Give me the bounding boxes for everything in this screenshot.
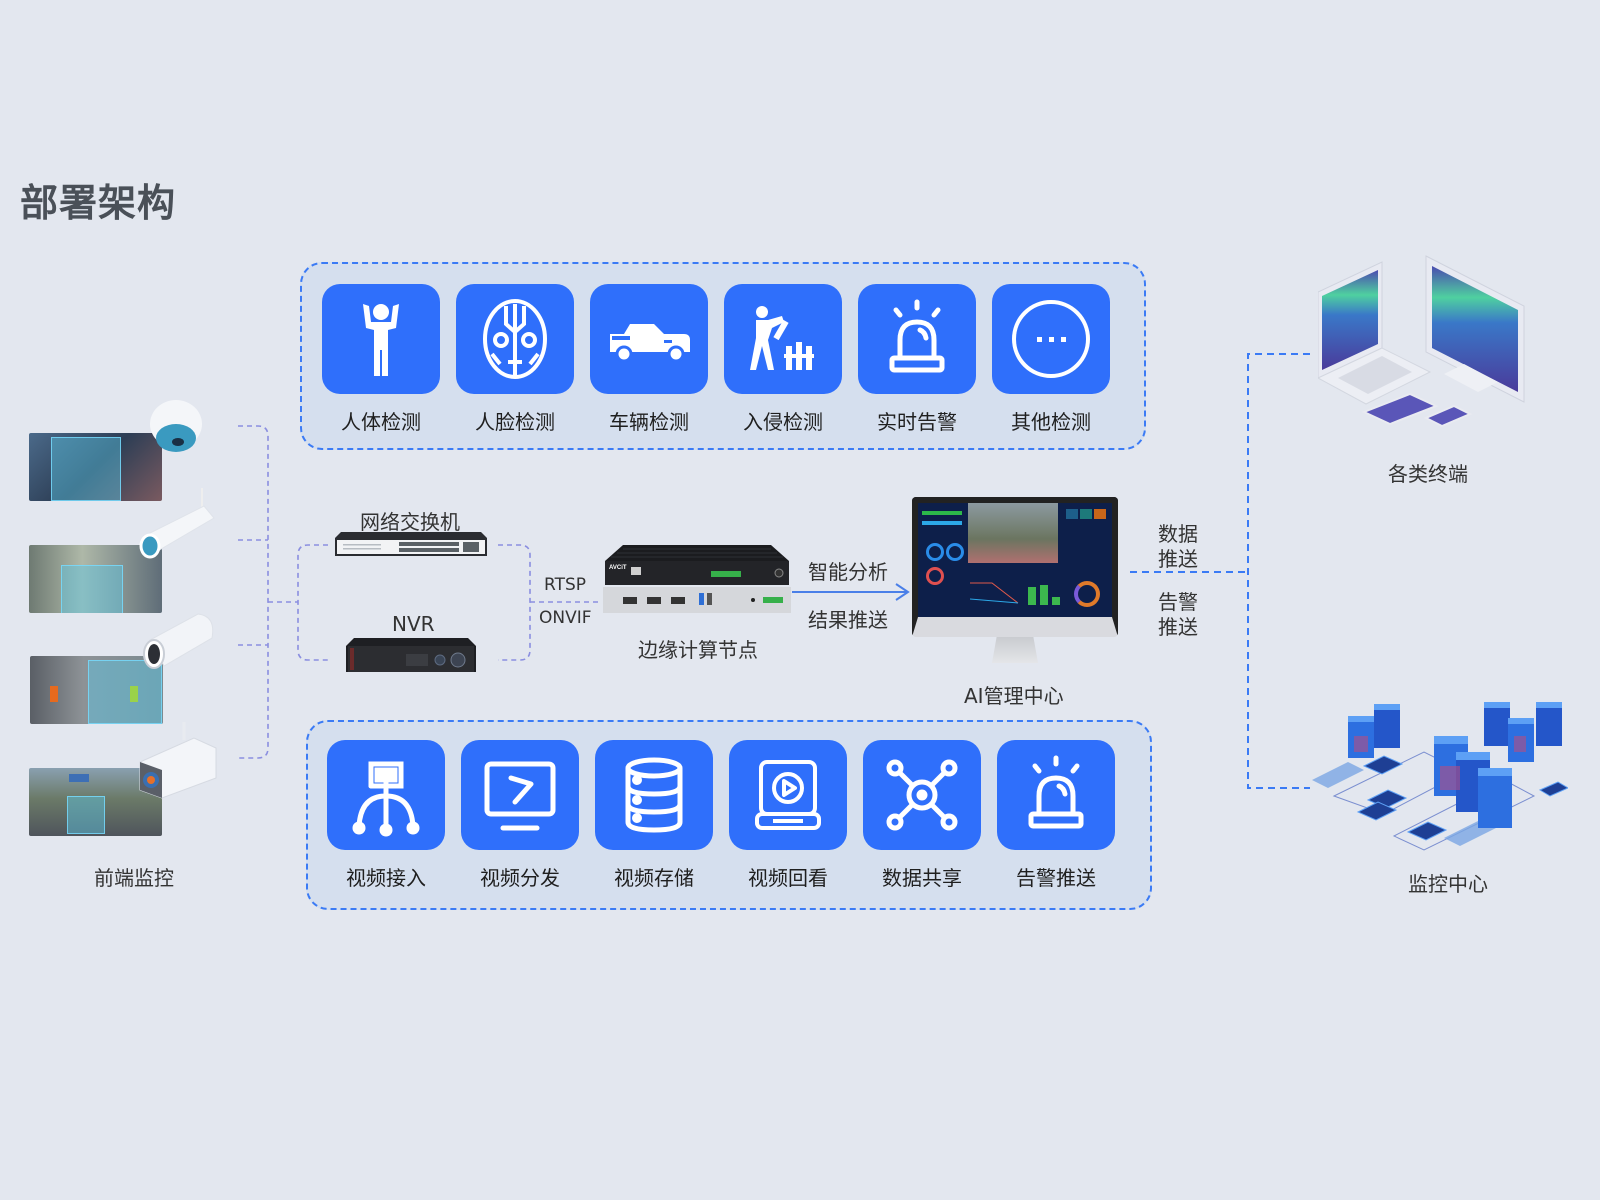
playback-monitor-icon [755,760,821,830]
worker-vest [130,686,138,702]
monitor-gauge [946,543,964,561]
nvr-device[interactable] [346,638,476,674]
monitor-share-icon [484,761,556,831]
monitor-bar [1040,585,1048,605]
tile-vehicle-detection[interactable]: 车辆检测 [590,284,708,435]
protocol-rtsp: RTSP [544,575,587,595]
monitor-stand [992,637,1038,663]
data-push-label-2: 推送 [1158,547,1198,571]
nvr-label: NVR [392,612,435,636]
tile-other-detection[interactable]: 其他检测 [992,284,1110,435]
monitor-video-panel [968,503,1058,563]
dome-camera-icon [150,400,202,452]
alarm-push-label-1: 告警 [1158,590,1198,614]
monitor-stat-bar [922,521,962,525]
page-title: 部署架构 [20,181,177,225]
detection-tiles: 人体检测 人脸检测 车辆检测 [322,284,1110,435]
monitor-gauge [926,567,944,585]
network-access-icon [352,761,420,837]
car-icon [610,324,690,363]
cylinder-camera-icon [143,613,214,669]
tile-video-playback[interactable]: 视频回看 [729,740,847,891]
monitoring-center-label: 监控中心 [1408,872,1488,896]
monitor-tile [1094,509,1106,519]
alarm-siren-icon [1028,755,1084,829]
edge-node-label: 边缘计算节点 [638,638,758,662]
monitor-tile [1066,509,1078,519]
monitoring-center-illustration[interactable] [1304,696,1568,856]
alarm-siren-icon [889,299,945,373]
data-push-label-1: 数据 [1158,522,1198,546]
box-camera-icon [139,722,217,799]
road-sign [69,774,89,782]
monitor-donut [1074,581,1100,607]
tile-video-distribution[interactable]: 视频分发 [461,740,579,891]
monitor-tile [1080,509,1092,519]
ai-center-label: AI管理中心 [964,684,1064,708]
worker-vest [50,686,58,702]
switch-label: 网络交换机 [360,510,460,534]
monitor-gauge [926,543,944,561]
network-switch-device[interactable] [335,532,487,558]
svg-text:AVCiT: AVCiT [609,565,627,571]
service-tiles: 视频接入 视频分发 视频存储 [327,740,1115,891]
bullet-camera-icon [139,488,215,559]
monitor-bar [1052,597,1060,605]
terminals-illustration[interactable] [1318,252,1532,432]
alarm-push-label-2: 推送 [1158,615,1198,639]
more-circle-icon [1012,300,1090,378]
tile-video-access[interactable]: 视频接入 [327,740,445,891]
tile-data-sharing[interactable]: 数据共享 [863,740,981,891]
tile-video-storage[interactable]: 视频存储 [595,740,713,891]
edge-compute-node-device[interactable]: AVCiT [603,545,791,625]
result-push-label: 结果推送 [808,608,888,632]
protocol-onvif: ONVIF [539,608,592,628]
ai-management-monitor[interactable] [912,497,1118,637]
person-arms-up-icon [363,304,399,376]
smart-analysis-label: 智能分析 [808,560,888,584]
camera-feed-street-workers[interactable] [30,656,163,724]
tile-alarm-push[interactable]: 告警推送 [997,740,1115,891]
tile-human-detection[interactable]: 人体检测 [322,284,440,435]
terminals-label: 各类终端 [1388,462,1468,486]
fence-intrusion-icon [750,306,814,370]
monitor-stat-bar [922,511,962,515]
hub-share-icon [886,759,958,831]
front-end-label: 前端监控 [94,866,174,890]
database-icon [625,757,683,833]
tile-face-detection[interactable]: 人脸检测 [456,284,574,435]
monitor-bar [1028,587,1036,605]
tile-realtime-alarm[interactable]: 实时告警 [858,284,976,435]
tile-intrusion-detection[interactable]: 入侵检测 [724,284,842,435]
monitor-line-chart [970,582,1019,604]
face-scan-icon [483,299,547,379]
camera-feed-rider[interactable] [29,545,162,613]
camera-feed-crowd[interactable] [29,433,162,501]
